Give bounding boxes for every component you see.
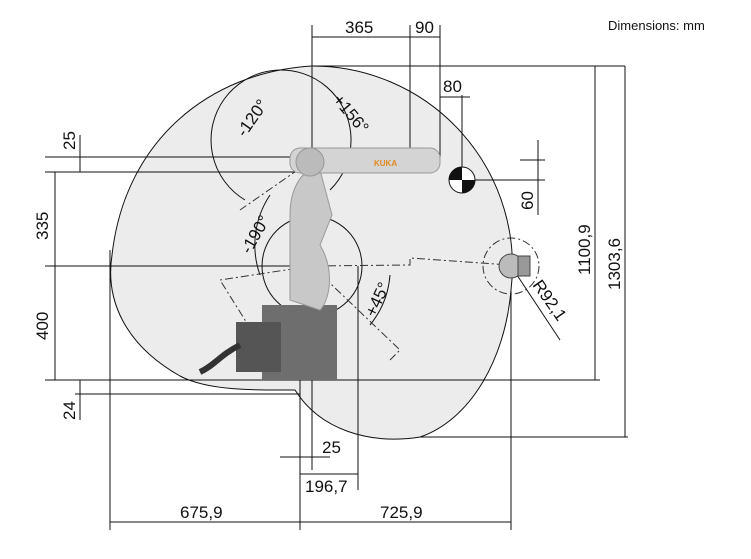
dim-196-7: 196,7 xyxy=(305,477,348,496)
dim-1303-6: 1303,6 xyxy=(605,238,624,290)
dim-25-bottom: 25 xyxy=(322,438,341,457)
dim-1100-9: 1100,9 xyxy=(575,224,594,275)
kuka-logo: KUKA xyxy=(374,159,397,168)
center-of-gravity-icon xyxy=(448,166,476,194)
dimension-lines xyxy=(54,36,626,523)
dim-80: 80 xyxy=(443,77,462,96)
dim-r92-1: R92,1 xyxy=(529,276,571,324)
dim-24: 24 xyxy=(60,401,79,420)
dim-400: 400 xyxy=(33,312,52,340)
reference-lines xyxy=(45,25,628,530)
dim-60: 60 xyxy=(518,191,537,210)
units-note: Dimensions: mm xyxy=(608,18,705,33)
dim-25-left: 25 xyxy=(60,131,79,150)
dim-675-9: 675,9 xyxy=(180,503,223,522)
dim-365: 365 xyxy=(345,18,373,37)
robot-arm: KUKA xyxy=(198,147,531,380)
dim-725-9: 725,9 xyxy=(380,503,423,522)
dim-335: 335 xyxy=(33,212,52,240)
dim-90: 90 xyxy=(415,18,434,37)
